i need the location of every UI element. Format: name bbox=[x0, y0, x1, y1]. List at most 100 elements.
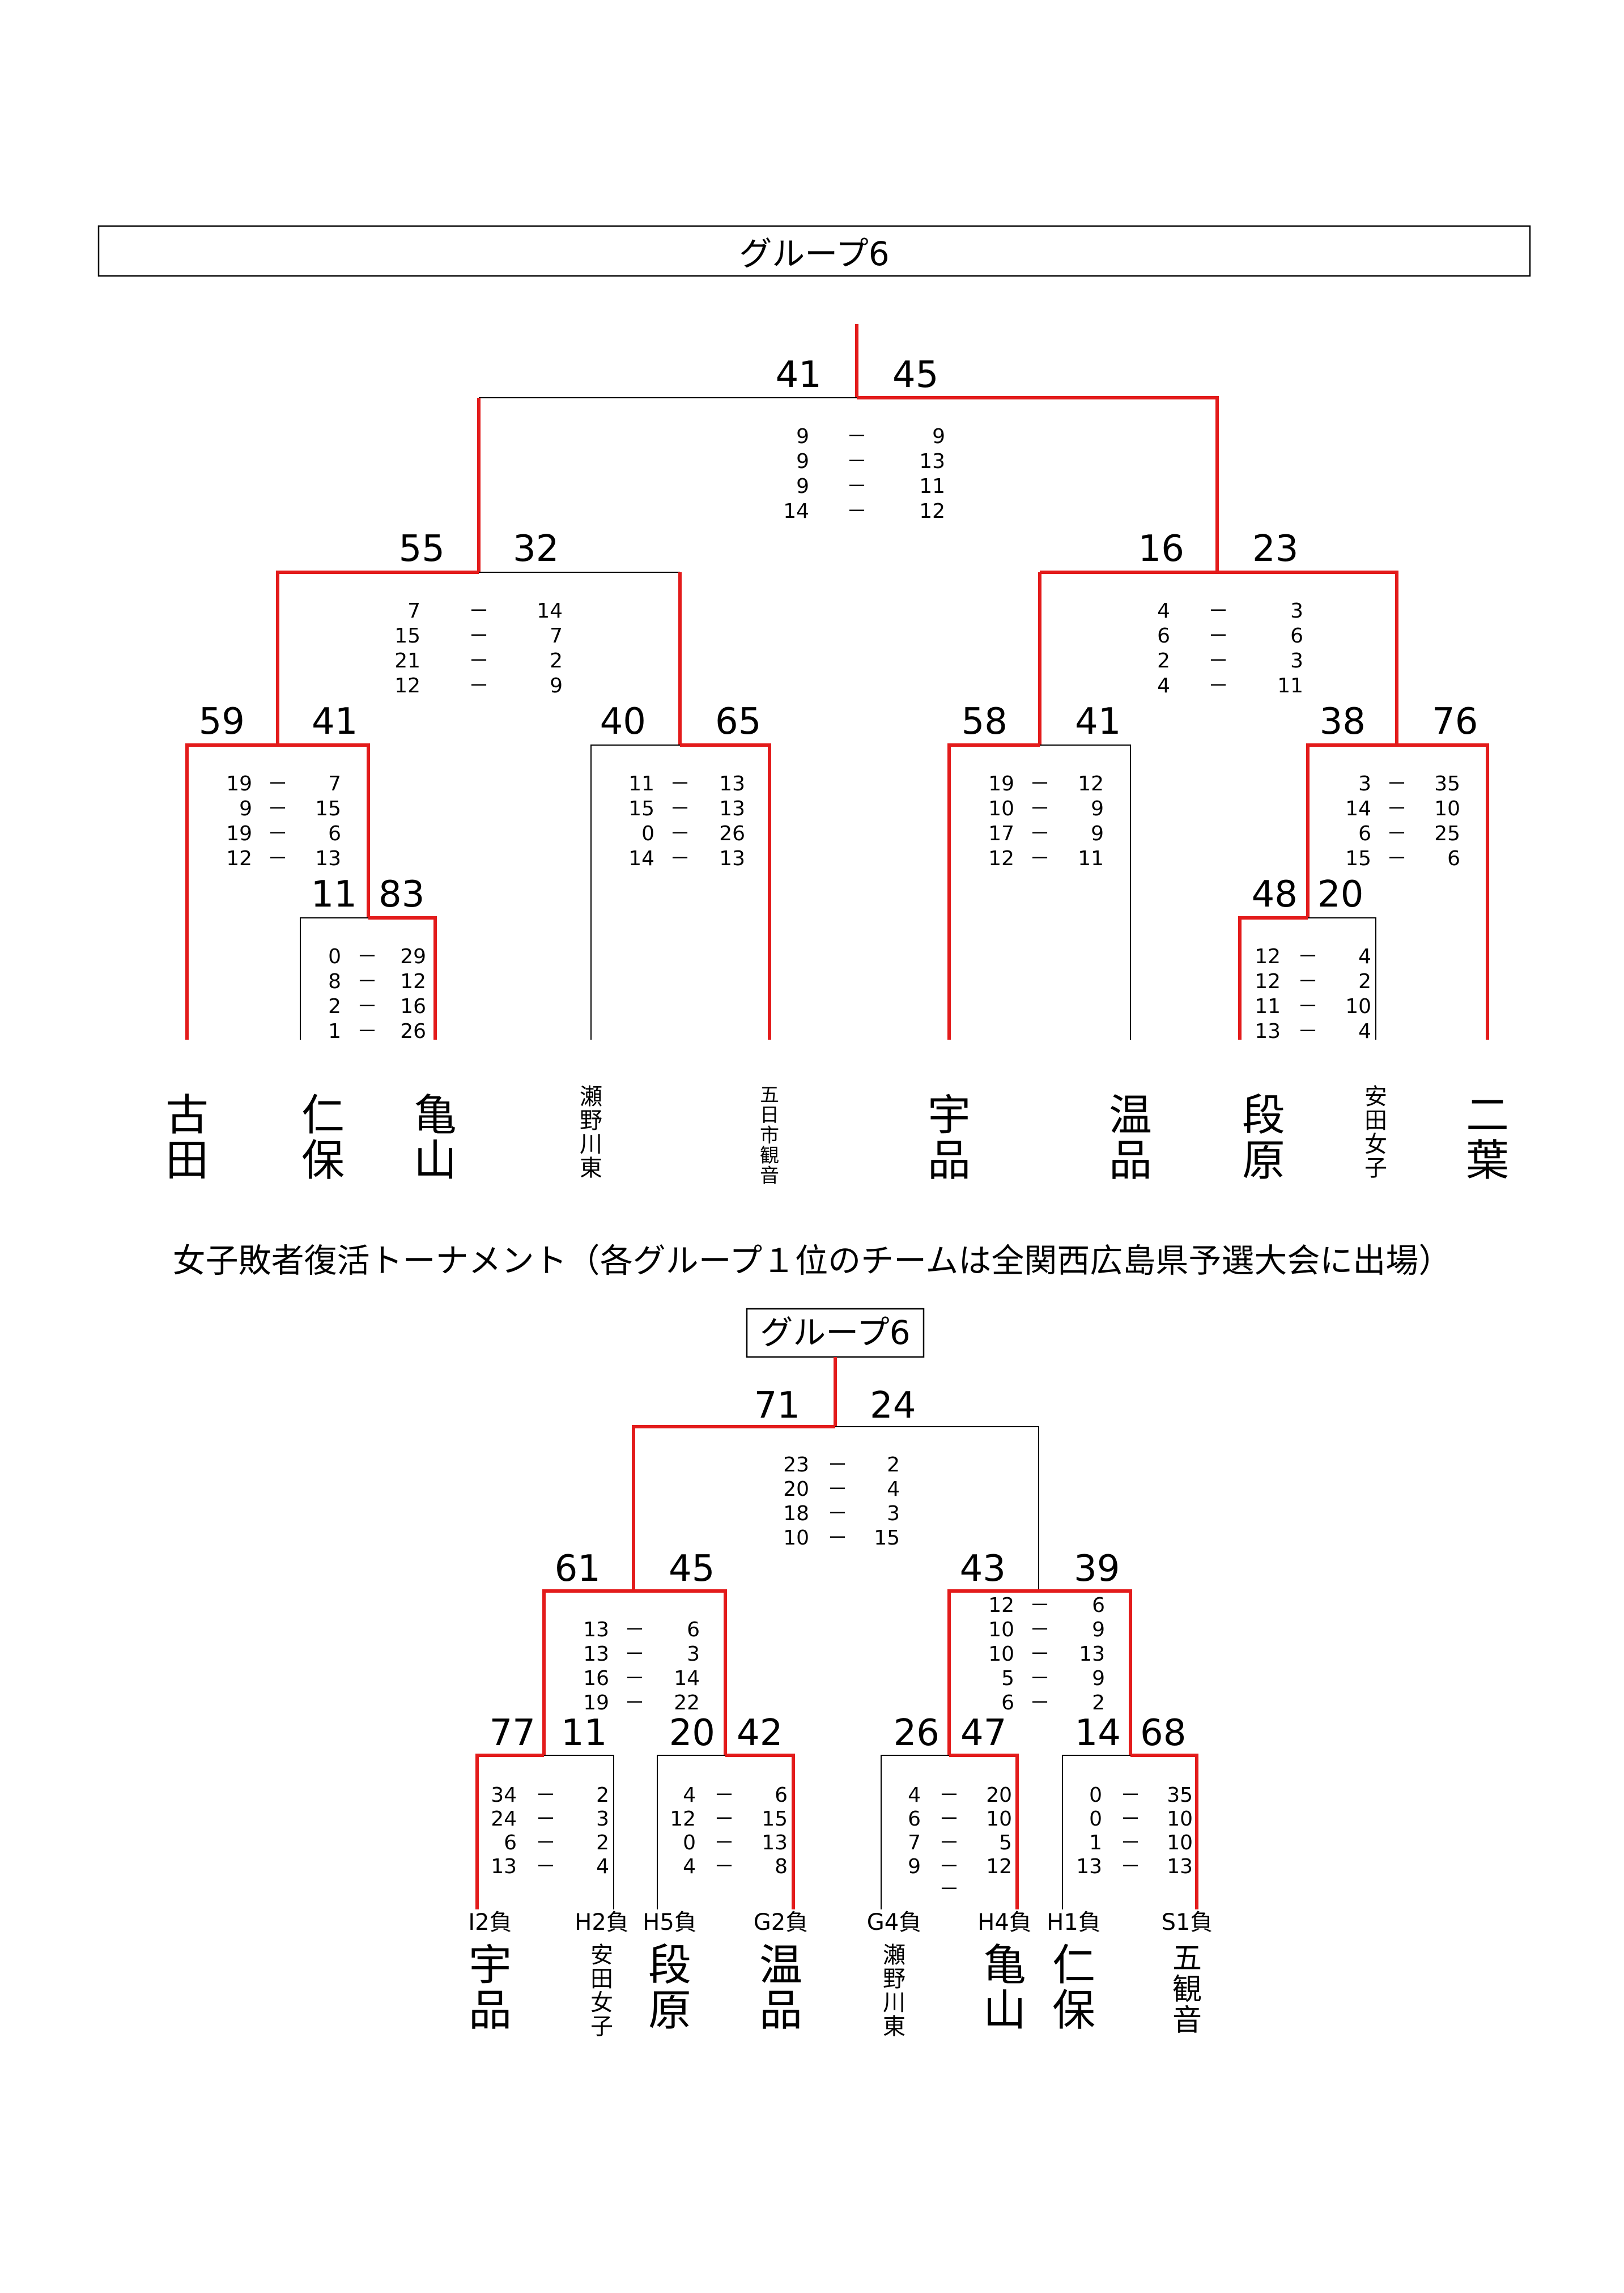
set-dash: － bbox=[357, 1020, 377, 1043]
set-dash: － bbox=[535, 1831, 556, 1854]
set-dash: － bbox=[267, 822, 288, 845]
set-right: 16 bbox=[400, 995, 426, 1018]
seed-label: G4負 bbox=[867, 1909, 921, 1935]
set-dash: － bbox=[469, 599, 489, 623]
top-r1-2: 48 20 12 － 4 12 － 2 11 － 10 13 － 4 bbox=[1238, 874, 1376, 1043]
set-dash: － bbox=[939, 1878, 959, 1901]
set-scores: 11 － 13 15 － 13 0 － 26 14 － 13 bbox=[628, 772, 745, 870]
top-r1-1: 11 83 0 － 29 8 － 12 2 － 16 1 － 26 bbox=[300, 874, 437, 1043]
set-scores: 9 － 9 9 － 13 9 － 11 14 － 12 bbox=[783, 425, 945, 523]
team-name: 宇品 bbox=[469, 1940, 512, 2036]
set-right: 6 bbox=[775, 1784, 788, 1807]
set-left: 5 bbox=[1001, 1667, 1014, 1690]
seed-label: H1負 bbox=[1047, 1909, 1101, 1935]
team-name: 段原 bbox=[1242, 1090, 1285, 1186]
match-score-right: 24 bbox=[870, 1385, 916, 1427]
set-dash: － bbox=[1030, 797, 1050, 820]
set-right: 13 bbox=[919, 450, 945, 473]
match-score-left: 55 bbox=[399, 528, 445, 570]
set-dash: － bbox=[827, 1478, 848, 1501]
set-dash: － bbox=[1030, 1594, 1050, 1617]
set-right: 12 bbox=[919, 500, 945, 523]
team-name: 亀山 bbox=[983, 1940, 1026, 2036]
set-dash: － bbox=[1387, 847, 1407, 870]
match-score-left: 38 bbox=[1320, 701, 1366, 743]
set-right: 9 bbox=[550, 674, 563, 697]
match-score-right: 83 bbox=[379, 874, 424, 916]
set-dash: － bbox=[624, 1667, 645, 1690]
set-dash: － bbox=[670, 822, 690, 845]
match-score-left: 48 bbox=[1252, 874, 1298, 916]
set-dash: － bbox=[535, 1784, 556, 1807]
section-heading: 女子敗者復活トーナメント（各グループ１位のチームは全関西広島県予選大会に出場） bbox=[173, 1241, 1452, 1280]
match-score-left: 26 bbox=[894, 1712, 939, 1754]
match-score-left: 59 bbox=[199, 701, 245, 743]
set-left: 1 bbox=[328, 1020, 341, 1043]
set-right: 26 bbox=[719, 822, 745, 845]
team-name: 段原 bbox=[648, 1940, 691, 2036]
bottom-r1-4: 14 68 0 － 35 0 － 10 1 － 10 13 － 13 bbox=[1062, 1712, 1198, 1909]
team-name: 五観音 bbox=[1172, 1942, 1202, 2037]
top-final: 41 45 9 － 9 9 － 13 9 － 11 14 － 12 bbox=[477, 324, 1219, 572]
set-dash: － bbox=[1120, 1855, 1141, 1878]
seed-label: I2負 bbox=[468, 1909, 512, 1935]
bottom-semi-right: 43 39 12 － 6 10 － 9 10 － 13 5 － 9 6 － 2 bbox=[947, 1548, 1132, 1755]
set-left: 15 bbox=[1345, 847, 1371, 870]
set-right: 3 bbox=[596, 1807, 609, 1831]
top-team-names: 古田 仁保 亀山 瀬野川東 五日市観音 宇品 温品 段原 安田女子 二葉 bbox=[165, 1084, 1509, 1188]
set-right: 9 bbox=[1092, 1667, 1105, 1690]
set-left: 12 bbox=[988, 847, 1014, 870]
set-right: 8 bbox=[775, 1855, 788, 1878]
set-right: 3 bbox=[687, 1643, 700, 1666]
set-left: 13 bbox=[583, 1618, 609, 1641]
bottom-r1-3: 26 47 4 － 20 6 － 10 7 － 5 9 － 12 － bbox=[881, 1712, 1019, 1909]
set-left: 24 bbox=[491, 1807, 517, 1831]
match-score-left: 61 bbox=[555, 1548, 601, 1590]
set-left: 0 bbox=[641, 822, 654, 845]
set-right: 6 bbox=[1092, 1594, 1105, 1617]
set-right: 4 bbox=[596, 1855, 609, 1878]
set-scores: 12 － 6 10 － 9 10 － 13 5 － 9 6 － 2 bbox=[988, 1594, 1105, 1715]
set-left: 19 bbox=[226, 822, 252, 845]
match-score-left: 11 bbox=[311, 874, 357, 916]
set-left: 11 bbox=[1255, 995, 1281, 1018]
set-dash: － bbox=[714, 1784, 734, 1807]
set-dash: － bbox=[827, 1526, 848, 1550]
set-left: 16 bbox=[583, 1667, 609, 1690]
set-dash: － bbox=[1298, 945, 1318, 968]
set-left: 9 bbox=[796, 450, 809, 473]
set-dash: － bbox=[1387, 772, 1407, 795]
match-score-right: 42 bbox=[737, 1712, 783, 1754]
set-left: 1 bbox=[1089, 1831, 1102, 1854]
top-bracket: グループ6 41 45 9 － 9 9 － 13 9 － 11 14 － 12 bbox=[97, 225, 1531, 1188]
set-right: 26 bbox=[400, 1020, 426, 1043]
set-right: 10 bbox=[1434, 797, 1460, 820]
set-left: 19 bbox=[226, 772, 252, 795]
match-score-left: 20 bbox=[669, 1712, 715, 1754]
set-dash: － bbox=[1120, 1807, 1141, 1831]
set-right: 3 bbox=[1290, 599, 1303, 623]
set-left: 21 bbox=[394, 649, 420, 673]
set-left: 10 bbox=[783, 1526, 809, 1550]
team-name: 安田女子 bbox=[1364, 1084, 1387, 1181]
bottom-seeds: I2負 H2負 H5負 G2負 G4負 H4負 H1負 S1負 bbox=[468, 1909, 1213, 1935]
set-dash: － bbox=[535, 1855, 556, 1878]
seed-label: H5負 bbox=[643, 1909, 697, 1935]
set-right: 35 bbox=[1167, 1784, 1193, 1807]
set-right: 12 bbox=[400, 970, 426, 993]
set-right: 2 bbox=[596, 1831, 609, 1854]
set-left: 10 bbox=[988, 797, 1014, 820]
match-score-right: 65 bbox=[715, 701, 761, 743]
bottom-bracket: グループ6 71 24 23 － 2 20 － 4 18 － 3 10 － 15 bbox=[468, 1308, 1213, 2040]
set-scores: 0 － 35 0 － 10 1 － 10 13 － 13 bbox=[1076, 1784, 1193, 1878]
set-left: 10 bbox=[988, 1643, 1014, 1666]
team-name: 瀬野川東 bbox=[883, 1942, 905, 2040]
set-left: 13 bbox=[1255, 1020, 1281, 1043]
set-dash: － bbox=[714, 1831, 734, 1854]
set-dash: － bbox=[469, 649, 489, 673]
match-score-right: 20 bbox=[1317, 874, 1363, 916]
set-right: 6 bbox=[1447, 847, 1460, 870]
set-left: 7 bbox=[908, 1831, 921, 1854]
set-left: 4 bbox=[683, 1784, 696, 1807]
